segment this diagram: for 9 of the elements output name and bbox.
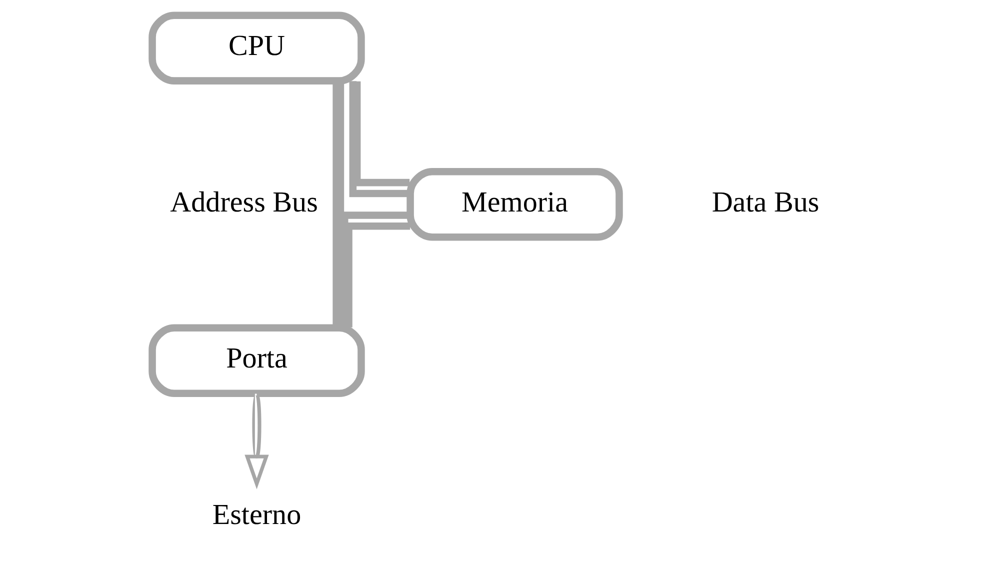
- connector: [345, 222, 410, 328]
- node-box: CPU: [148, 12, 365, 84]
- label: Data Bus: [712, 186, 820, 218]
- arrow: [244, 392, 269, 490]
- node-box: Memoria: [406, 168, 623, 241]
- label: Address Bus: [170, 186, 318, 218]
- node-box: Porta: [148, 324, 365, 397]
- connector: [349, 81, 410, 198]
- node-text: Esterno: [212, 498, 302, 531]
